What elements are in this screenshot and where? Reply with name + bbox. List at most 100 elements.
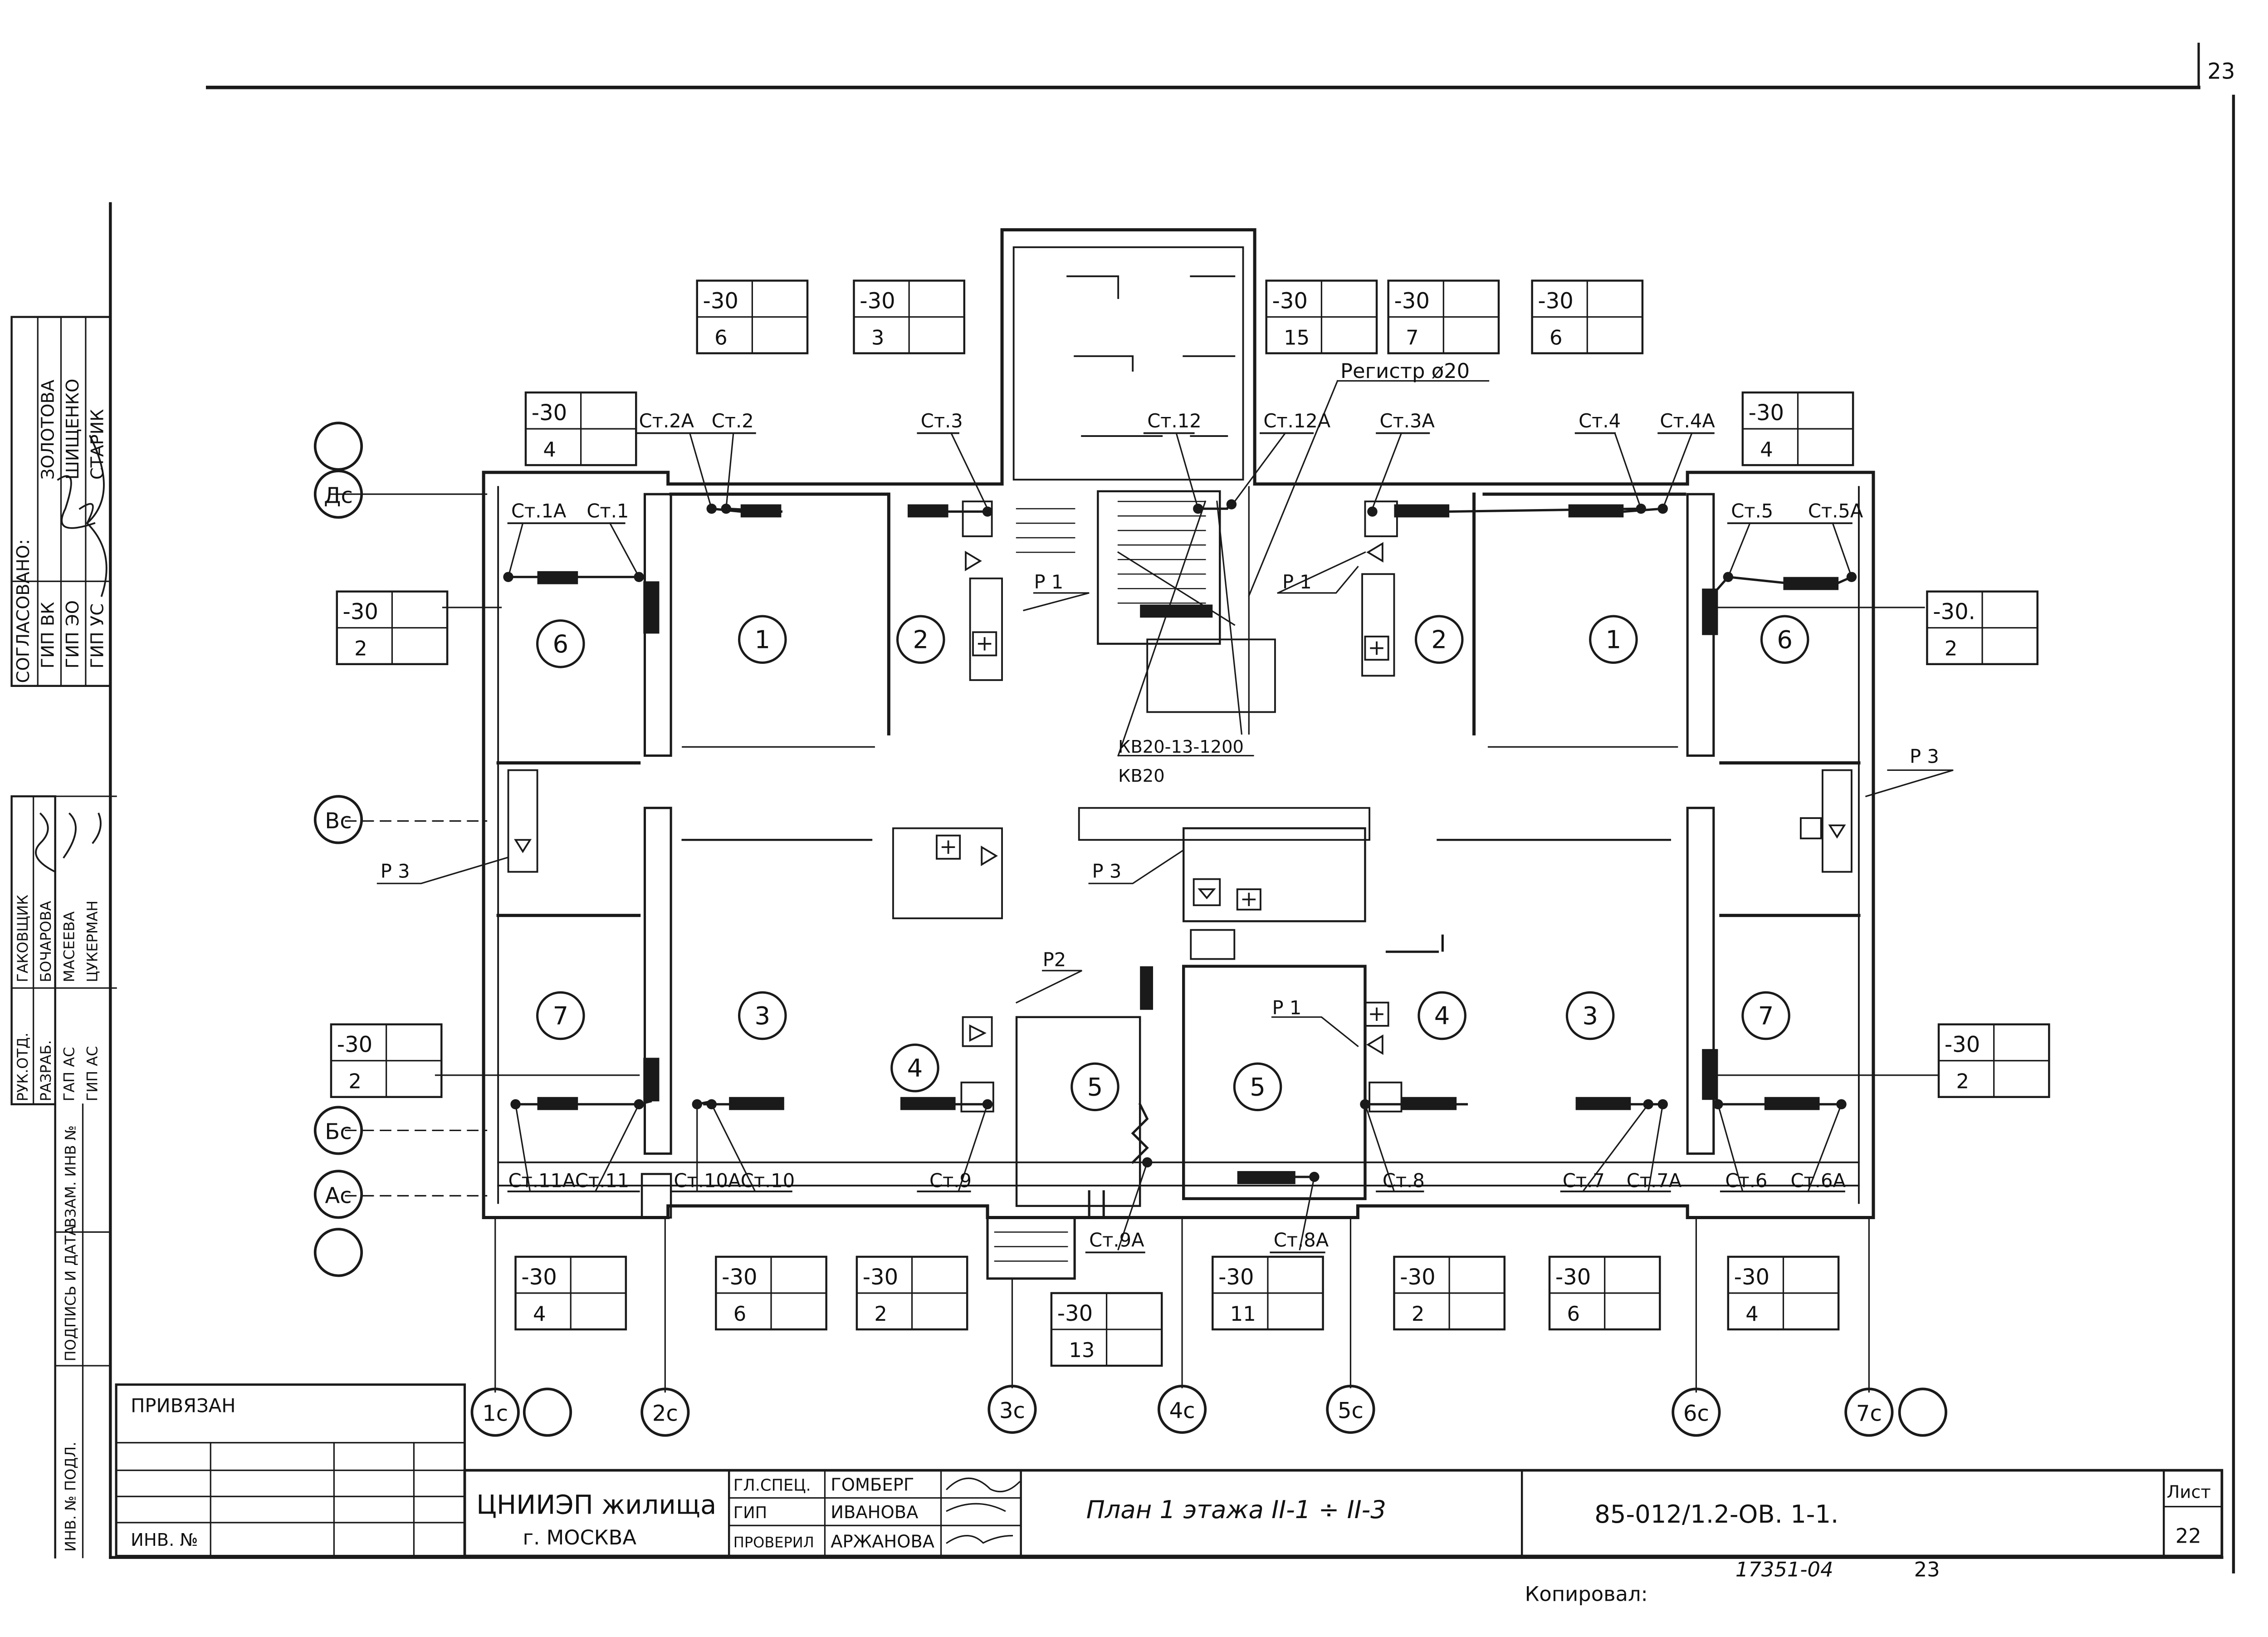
- heater-count: 4: [533, 1302, 546, 1326]
- room-number-text: 3: [1582, 1001, 1598, 1030]
- heater-count: 2: [1412, 1302, 1425, 1326]
- heater-count: 15: [1284, 325, 1310, 349]
- riser-label: Ст.4А: [1660, 410, 1715, 432]
- role-gl-spec: ГЛ.СПЕЦ.: [733, 1476, 811, 1495]
- inv-no-label: ИНВ. №: [131, 1530, 198, 1550]
- heater-count: 2: [354, 637, 367, 661]
- riser-label: Ст.11: [575, 1169, 629, 1191]
- convector-label-1: КВ20-13-1200: [1118, 737, 1244, 757]
- convector-label-2: КВ20: [1118, 766, 1165, 786]
- temperature-box: -30.2: [1926, 590, 2038, 665]
- sanitary-fixtures: [507, 500, 1853, 1113]
- room-number-text: 6: [1777, 625, 1793, 654]
- room-number: 3: [738, 991, 787, 1040]
- stamp-page: 23: [1914, 1557, 1940, 1581]
- heater-count: 13: [1069, 1338, 1095, 1362]
- approval-strip-text: СОГЛАСОВАНО: ГИП ВК ЗОЛОТОВА ГИП ЭО ШИЩЕ…: [13, 379, 108, 1552]
- riser-label: Ст.4: [1579, 410, 1621, 432]
- heater-count: 4: [1760, 437, 1773, 461]
- staff-name-1: ГАКОВЩИК: [14, 895, 31, 982]
- heater-count: 4: [1745, 1302, 1759, 1326]
- room-number-text: 5: [1250, 1073, 1266, 1102]
- riser-label: Ст.5: [1731, 500, 1773, 522]
- staff-role-2: РАЗРАБ.: [37, 1040, 54, 1101]
- room-number: 4: [1418, 991, 1466, 1040]
- roman-mark: I: [1439, 931, 1446, 958]
- approval-name-eo: ШИЩЕНКО: [63, 379, 83, 480]
- column-axis-bubble: 7с: [1844, 1387, 1894, 1437]
- room-number-text: 3: [754, 1001, 770, 1030]
- sheet-number: 22: [2175, 1524, 2201, 1548]
- temperature-value: -30: [863, 1265, 898, 1290]
- riser-label: Ст.6: [1725, 1169, 1767, 1191]
- staff-role-1: РУК.ОТД.: [14, 1033, 31, 1102]
- room-number-text: 1: [1606, 625, 1622, 654]
- row-axis-text: Вс: [325, 809, 352, 834]
- temperature-box: -303: [853, 279, 966, 354]
- stamp-number: 17351-04: [1735, 1557, 1833, 1581]
- page-number-top: 23: [2207, 59, 2235, 84]
- temperature-value: -30: [1538, 288, 1573, 314]
- temperature-box: -304: [524, 391, 637, 466]
- approval-name-vk: ЗОЛОТОВА: [38, 380, 58, 480]
- org-line-2: г. МОСКВА: [523, 1525, 637, 1549]
- temperature-value: -30: [703, 288, 738, 314]
- room-number: 2: [1414, 615, 1464, 664]
- temperature-box: -306: [696, 279, 809, 354]
- heater-count: 6: [714, 325, 728, 349]
- temperature-box: -302: [1393, 1255, 1506, 1331]
- temperature-box: -307: [1387, 279, 1500, 354]
- riser-label: Ст.3А: [1379, 410, 1435, 432]
- pipe-label-p1-left: Р 1: [1034, 571, 1063, 593]
- heater-count: 7: [1406, 325, 1419, 349]
- room-number: 7: [1741, 991, 1790, 1040]
- temperature-value: -30: [521, 1265, 557, 1290]
- column-axis-text: 3с: [999, 1398, 1025, 1423]
- approval-role-eo: ГИП ЭО: [63, 600, 83, 668]
- name-ivanova: ИВАНОВА: [831, 1502, 918, 1523]
- heater-count: 3: [871, 325, 885, 349]
- temperature-boxes: -306-303-3015-307-306-304-304-302-30.2-3…: [330, 279, 2050, 1367]
- room-number-text: 2: [913, 625, 929, 654]
- riser-label: Ст.2: [712, 410, 754, 432]
- riser-label: Ст.11А: [508, 1169, 576, 1191]
- temperature-box: -302: [336, 590, 449, 665]
- heater-count: 6: [1567, 1302, 1580, 1326]
- riser-label: Ст.3: [921, 410, 963, 432]
- heater-count: 4: [543, 437, 556, 461]
- temperature-value: -30: [337, 1032, 372, 1058]
- label-underlines: [507, 432, 1853, 1254]
- riser-label: Ст.6А: [1790, 1169, 1846, 1191]
- sheet-title: План 1 этажа II-1 ÷ II-3: [1086, 1495, 1386, 1524]
- staff-name-3: МАСЕЕВА: [60, 912, 78, 982]
- staff-role-3: ГАП АС: [60, 1047, 78, 1102]
- riser-label: Ст.2А: [639, 410, 694, 432]
- column-axis-bubble: 1с: [470, 1387, 520, 1437]
- riser-labels: Ст.2А Ст.2 Ст.3 Ст.12 Ст.12А Ст.3А Ст.4 Ст.4А Ст…: [508, 410, 1863, 1251]
- row-axis-text: Ас: [325, 1183, 352, 1209]
- riser-label: Ст.12А: [1263, 410, 1330, 432]
- approval-name-us: СТАРИК: [87, 409, 108, 480]
- staff-name-2: БОЧАРОВА: [37, 901, 54, 982]
- pipe-label-p1-right: Р 1: [1282, 571, 1312, 593]
- temperature-value: -30: [532, 400, 567, 426]
- room-number: 3: [1565, 991, 1615, 1040]
- room-number-text: 7: [1758, 1001, 1774, 1030]
- copied-label: Копировал:: [1525, 1582, 1648, 1606]
- column-axis-bubble: 5с: [1326, 1385, 1375, 1434]
- room-number: 6: [536, 619, 585, 668]
- misc-labels: Регистр ø20 Р 1 Р 1 Р 1 Р2 Р 3 Р 3 Р 3 К…: [381, 359, 1939, 1019]
- temperature-box: -30 2: [855, 1255, 968, 1331]
- temperature-value: -30: [1749, 400, 1784, 426]
- room-number-text: 6: [552, 629, 568, 658]
- riser-label: Ст.9: [929, 1169, 972, 1191]
- register-label: Регистр ø20: [1340, 359, 1470, 383]
- room-number: 1: [1589, 615, 1638, 664]
- heater-count: 2: [874, 1302, 887, 1326]
- riser-label: Ст.12: [1147, 410, 1201, 432]
- room-number-text: 2: [1431, 625, 1447, 654]
- riser-label: Ст.10А: [674, 1169, 741, 1191]
